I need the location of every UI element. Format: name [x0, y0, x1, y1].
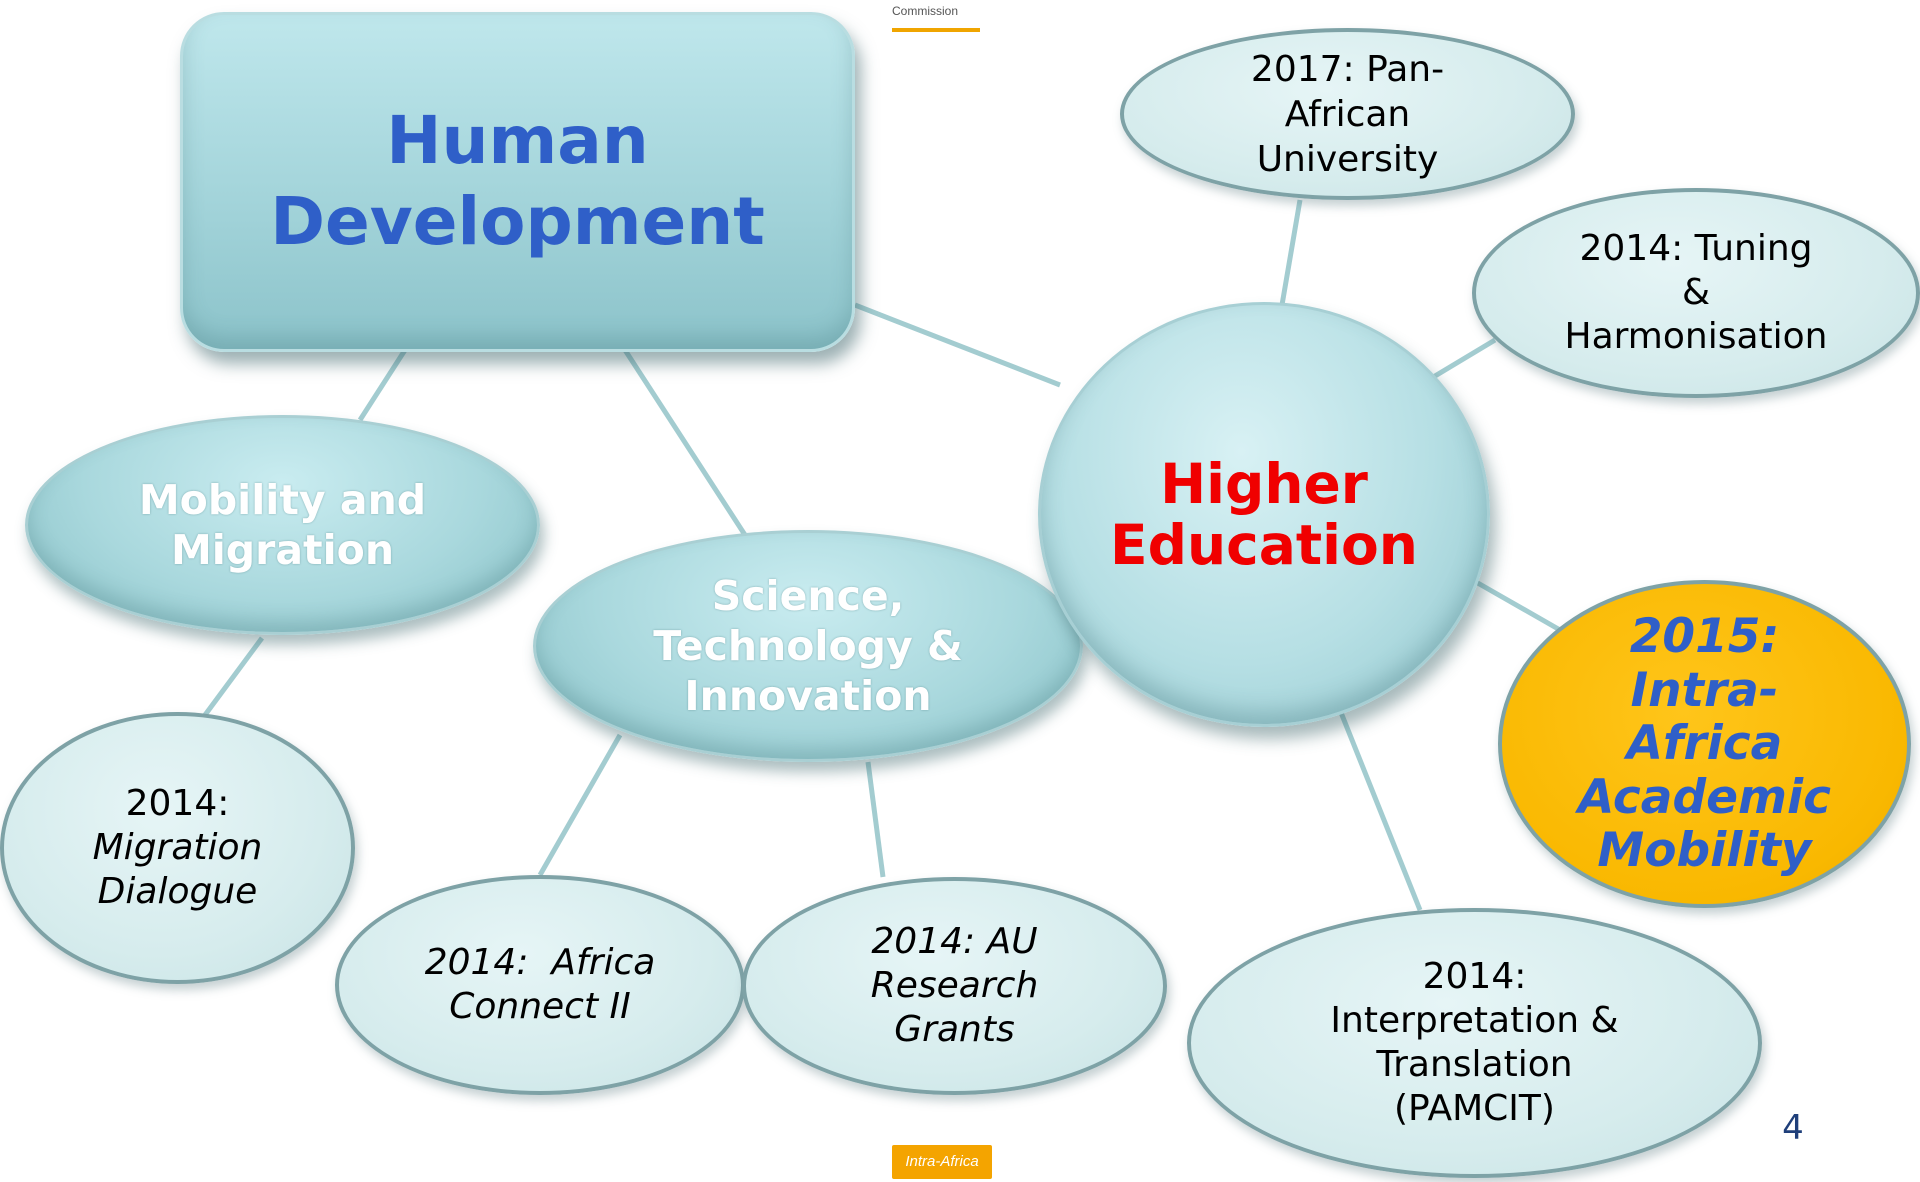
connector-human-higher — [854, 302, 1061, 388]
mobility-migration-node: Mobility and Migration — [25, 415, 540, 635]
migration-dialogue-node: 2014: Migration Dialogue — [0, 712, 355, 984]
tuning-line-3: Harmonisation — [1564, 315, 1828, 357]
pamcit-line-3: Translation — [1376, 1044, 1573, 1085]
logo-bottom-text: Intra-Africa — [905, 1153, 979, 1170]
pamcit-line-4: (PAMCIT) — [1394, 1087, 1555, 1129]
intra-africa-logo: Intra-Africa — [892, 1145, 992, 1179]
intra-africa-line-2: Intra- — [1630, 662, 1779, 718]
tuning-line-1: 2014: Tuning — [1579, 228, 1813, 270]
connector-science-connect — [537, 733, 623, 877]
africa-connect-line-1: 2014: Africa — [424, 942, 656, 984]
migration-dialogue-line-2: Dialogue — [97, 870, 258, 912]
africa-connect-node: 2014: Africa Connect II — [335, 875, 745, 1095]
human-development-node: Human Development — [180, 12, 855, 352]
connector-human-mobility — [357, 348, 408, 422]
science-line-1: Science, — [711, 571, 905, 620]
science-technology-innovation-node: Science, Technology & Innovation — [533, 530, 1083, 762]
human-development-line-2: Development — [270, 183, 765, 260]
science-line-2: Technology & — [653, 621, 963, 670]
au-research-line-1: 2014: AU — [871, 921, 1038, 963]
intra-africa-line-4: Academic — [1578, 769, 1831, 825]
tuning-line-2: & — [1681, 272, 1711, 314]
au-research-grants-node: 2014: AU Research Grants — [742, 877, 1167, 1095]
pan-african-university-node: 2017: Pan- African University — [1120, 28, 1575, 200]
connector-science-research — [865, 761, 886, 878]
intra-africa-line-5: Mobility — [1597, 823, 1812, 879]
pan-african-line-1: 2017: Pan- — [1250, 48, 1445, 90]
mobility-line-1: Mobility and — [138, 475, 427, 524]
pan-african-line-3: University — [1256, 138, 1439, 180]
tuning-harmonisation-node: 2014: Tuning & Harmonisation — [1472, 188, 1920, 398]
intra-africa-line-1: 2015: — [1629, 609, 1780, 665]
connector-human-science — [622, 348, 748, 537]
africa-connect-line-2: Connect II — [449, 986, 631, 1027]
au-research-line-2: Research — [870, 965, 1039, 1007]
european-commission-logo: Commission — [892, 0, 980, 32]
pamcit-line-2: Interpretation & — [1330, 1000, 1619, 1042]
pamcit-line-1: 2014: — [1422, 956, 1527, 998]
science-line-3: Innovation — [684, 672, 932, 720]
logo-top-text: Commission — [892, 4, 959, 18]
migration-dialogue-line-1: Migration — [92, 827, 263, 869]
pamcit-node: 2014: Interpretation & Translation (PAMC… — [1187, 908, 1762, 1178]
higher-education-node: Higher Education — [1038, 302, 1490, 727]
connector-mobility-dialogue — [202, 636, 265, 717]
mobility-line-2: Migration — [170, 526, 395, 574]
intra-africa-line-3: Africa — [1626, 716, 1783, 772]
au-research-line-3: Grants — [894, 1008, 1015, 1050]
higher-education-line-1: Higher — [1160, 452, 1368, 516]
higher-education-line-2: Education — [1110, 512, 1418, 577]
page-number: 4 — [1782, 1108, 1804, 1148]
connector-higher-panafrican — [1279, 199, 1303, 306]
migration-dialogue-year: 2014: — [125, 783, 230, 825]
pan-african-line-2: African — [1284, 93, 1411, 135]
intra-africa-academic-mobility-node: 2015: Intra- Africa Academic Mobility — [1498, 580, 1911, 908]
human-development-line-1: Human — [386, 102, 649, 180]
